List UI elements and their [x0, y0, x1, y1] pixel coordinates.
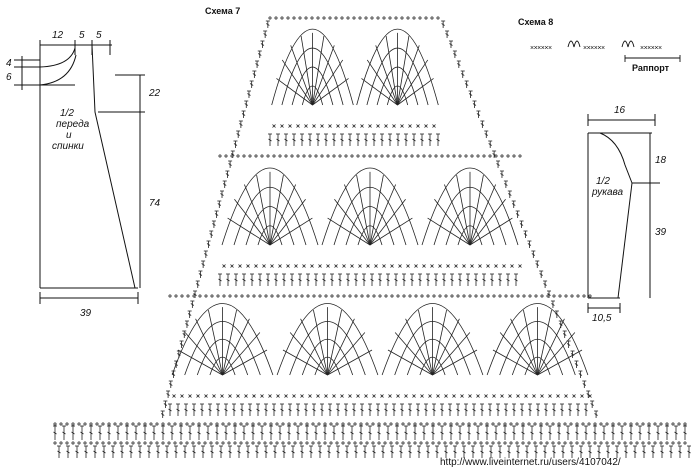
sleeve-label-fraction: 1/2 — [596, 176, 610, 187]
crochet-chart — [53, 16, 691, 458]
body-label-line2: переда — [56, 119, 90, 130]
body-dim-top-mid: 5 — [79, 30, 85, 41]
body-pattern — [14, 40, 145, 304]
schema8-stitch-row-2: ×××××× — [583, 45, 605, 52]
body-dim-top-right: 5 — [96, 30, 102, 41]
sleeve-dim-right-upper: 18 — [655, 155, 667, 166]
schema8-title: Схема 8 — [518, 17, 553, 27]
schema8-stitch-row-1: ×××××× — [530, 45, 552, 52]
sleeve-pattern — [587, 114, 660, 313]
sleeve-dim-bottom: 10,5 — [592, 313, 612, 324]
schema8-stitch-row-3: ×××××× — [640, 45, 662, 52]
body-neck-curve-front — [39, 47, 76, 68]
body-dim-left-2: 6 — [6, 72, 12, 83]
sleeve-cap-curve — [599, 132, 633, 184]
body-right-edge — [91, 44, 136, 289]
body-dim-right-upper: 22 — [148, 88, 161, 99]
body-label-line4: спинки — [52, 141, 84, 152]
sleeve-label-line2: рукава — [591, 187, 624, 198]
body-label-fraction: 1/2 — [60, 108, 74, 119]
body-labels: 12 5 5 4 6 22 74 39 1/2 переда и спинки — [6, 30, 161, 319]
watermark-url: http://www.liveinternet.ru/users/4107042… — [440, 457, 621, 468]
schema8-diagram: ×××××× ×××××× ×××××× Раппорт — [530, 40, 681, 73]
sleeve-dim-right-lower: 39 — [655, 227, 667, 238]
body-dim-bottom: 39 — [80, 308, 92, 319]
sleeve-dim-top: 16 — [614, 105, 626, 116]
schema7-title: Схема 7 — [205, 6, 240, 16]
schema8-shell-2 — [621, 40, 635, 48]
body-dim-left-1: 4 — [6, 58, 12, 69]
sleeve-right-edge — [617, 182, 633, 299]
schema8-repeat-label: Раппорт — [632, 63, 670, 73]
body-dim-top-left: 12 — [52, 30, 64, 41]
body-dim-right-lower: 74 — [149, 198, 161, 209]
sleeve-labels: 16 18 39 10,5 1/2 рукава — [591, 105, 667, 324]
schema8-shell-1 — [567, 40, 581, 48]
body-label-line3: и — [66, 130, 72, 141]
body-neck-curve-back — [39, 54, 77, 86]
